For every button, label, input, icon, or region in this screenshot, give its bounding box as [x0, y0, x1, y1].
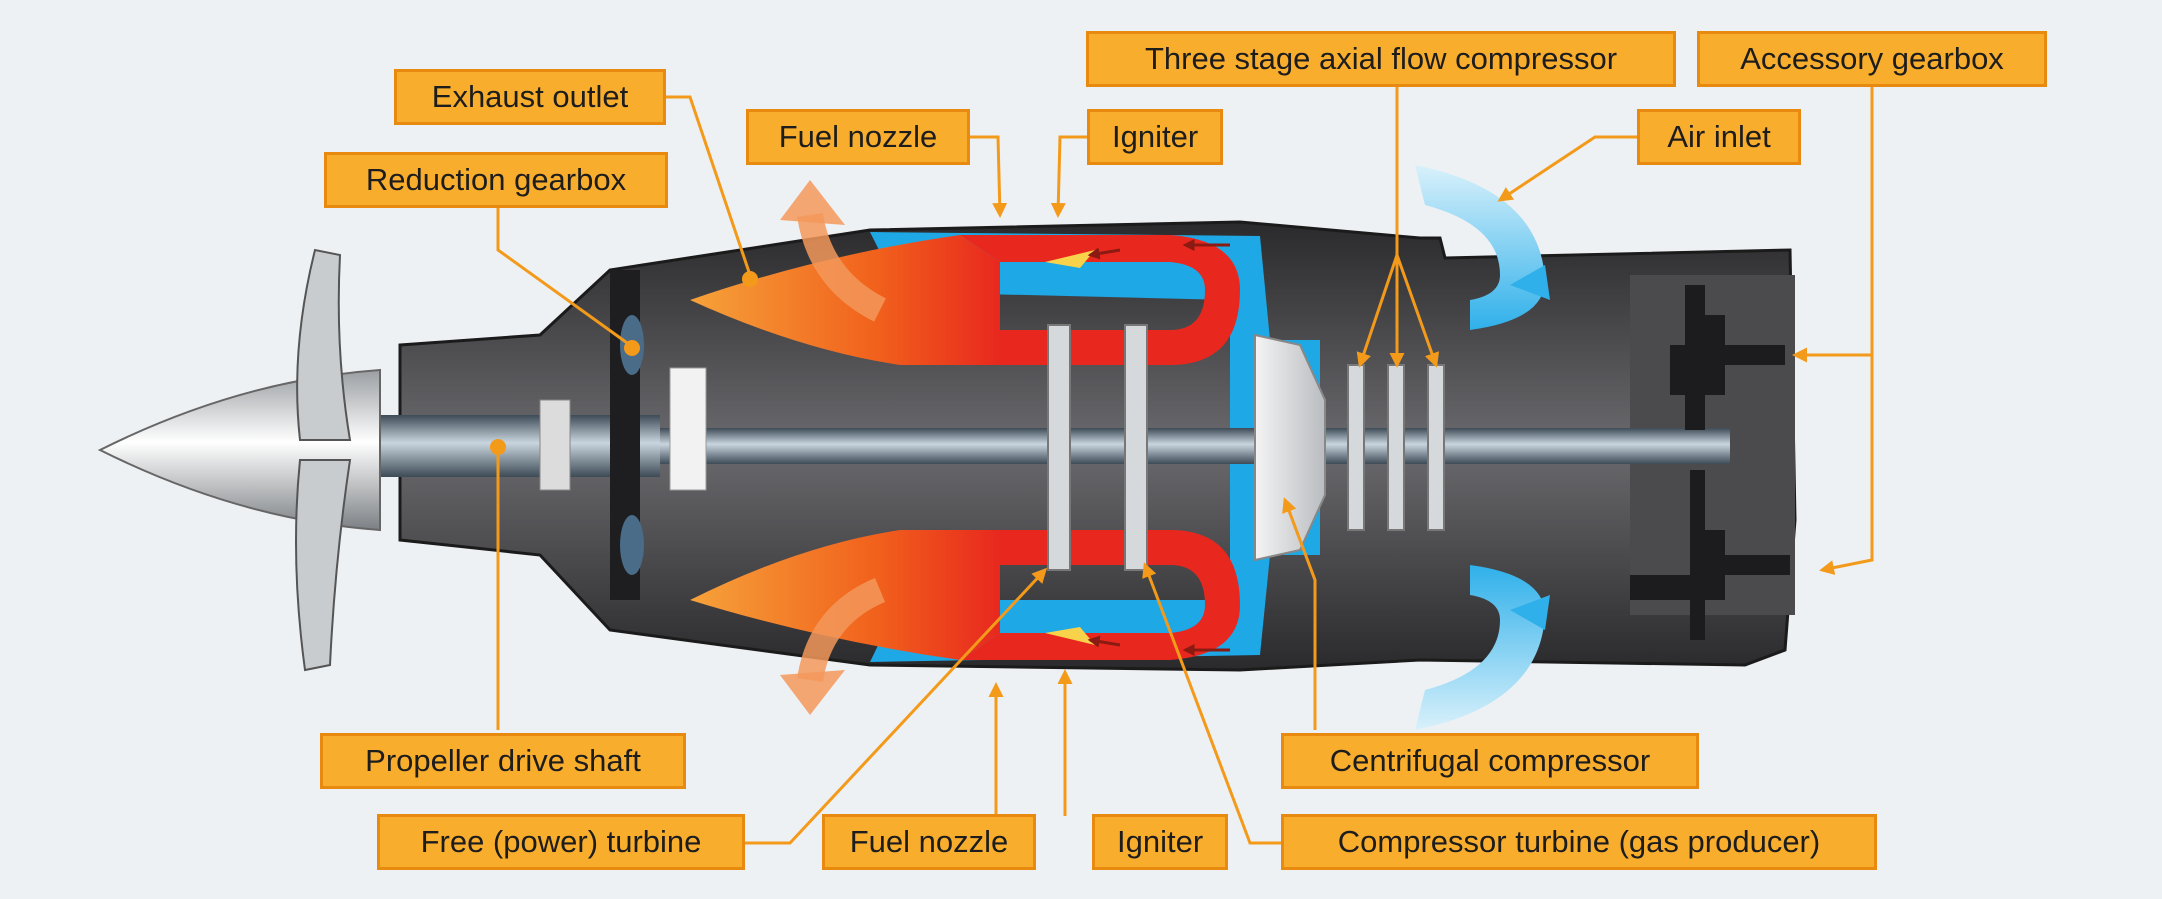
label-exhaust-outlet: Exhaust outlet: [394, 69, 666, 125]
air-inlet-bottom: [1415, 565, 1545, 730]
label-centrifugal-compressor: Centrifugal compressor: [1281, 733, 1699, 789]
label-igniter-top: Igniter: [1087, 109, 1223, 165]
combustion-chamber-top: [960, 235, 1240, 365]
label-compressor-turbine-gas-producer: Compressor turbine (gas producer): [1281, 814, 1877, 870]
leader-lines: [490, 87, 1874, 845]
label-igniter-bottom: Igniter: [1092, 814, 1228, 870]
combustion-chamber-bottom: [960, 530, 1240, 660]
label-propeller-drive-shaft: Propeller drive shaft: [320, 733, 686, 789]
label-accessory-gearbox: Accessory gearbox: [1697, 31, 2047, 87]
planet-gear-bottom: [620, 515, 644, 575]
label-fuel-nozzle-top: Fuel nozzle: [746, 109, 970, 165]
label-reduction-gearbox: Reduction gearbox: [324, 152, 668, 208]
accessory-gear-top: [1670, 285, 1785, 430]
accessory-gear-bottom: [1630, 470, 1790, 640]
centrifugal-compressor-impeller: [1254, 333, 1326, 562]
label-free-power-turbine: Free (power) turbine: [377, 814, 745, 870]
axial-stage-2: [1387, 364, 1405, 531]
axial-stage-1: [1347, 364, 1365, 531]
propeller-blade-bottom: [295, 459, 352, 672]
reduction-gear: [669, 367, 707, 491]
propeller-blade-top: [296, 248, 352, 441]
axial-stage-3: [1427, 364, 1445, 531]
compressor-turbine-disc: [1124, 324, 1148, 571]
free-power-turbine-disc: [1047, 324, 1071, 571]
air-inlet-top: [1415, 165, 1545, 330]
label-fuel-nozzle-bottom: Fuel nozzle: [822, 814, 1036, 870]
label-air-inlet: Air inlet: [1637, 109, 1801, 165]
label-three-stage-axial-flow-compressor: Three stage axial flow compressor: [1086, 31, 1676, 87]
